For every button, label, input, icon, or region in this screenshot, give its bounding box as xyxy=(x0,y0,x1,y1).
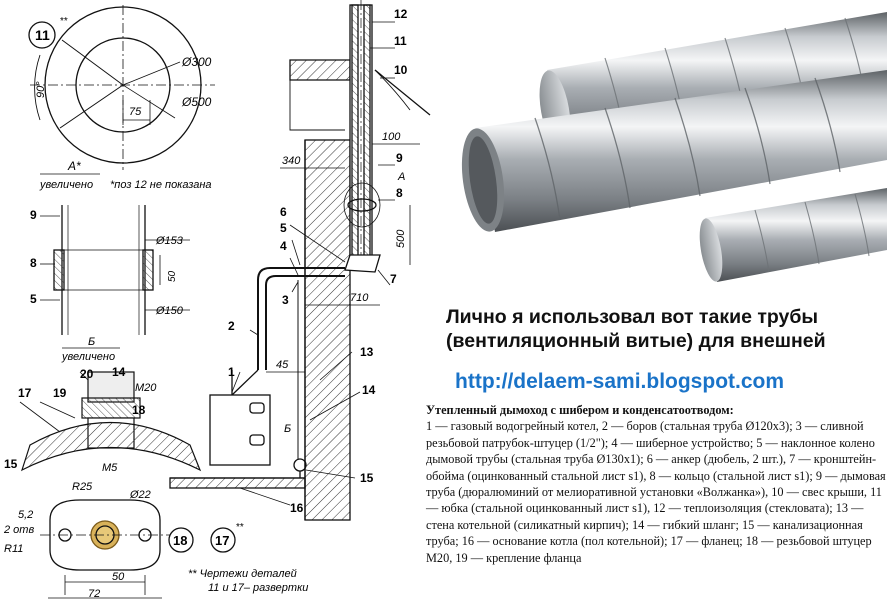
dim-75: 75 xyxy=(129,106,142,118)
pos-11: 11 xyxy=(394,34,407,48)
pos-6: 6 xyxy=(280,205,287,219)
footnote-line2: 11 и 17– развертки xyxy=(208,582,308,594)
view-b-pos15: 15 xyxy=(4,457,18,471)
view-b-pos17: 17 xyxy=(18,386,32,400)
pos-5: 5 xyxy=(280,221,287,235)
view-a-pos8: 8 xyxy=(30,256,37,270)
view-b-label: Б xyxy=(88,336,95,348)
dim-d500: Ø500 xyxy=(181,95,212,109)
dim-d150: Ø150 xyxy=(155,305,184,317)
view-b-m20: M20 xyxy=(135,382,157,394)
dim-100: 100 xyxy=(382,131,401,143)
flange-r11: R11 xyxy=(4,543,23,555)
marker-18: 18 xyxy=(168,527,194,553)
letter-b: Б xyxy=(284,423,291,435)
spiral-pipe-small xyxy=(699,188,887,282)
dim-710: 710 xyxy=(350,292,369,304)
view-b-pos19: 19 xyxy=(53,386,67,400)
pos-14: 14 xyxy=(362,383,376,397)
pos-3: 3 xyxy=(282,293,289,307)
legend-body: 1 — газовый водогрейный котел, 2 — боров… xyxy=(426,419,886,565)
dim-50: 50 xyxy=(167,270,178,282)
flange-52: 5,2 xyxy=(18,509,33,521)
view-a-drawing xyxy=(40,205,190,335)
pos-8: 8 xyxy=(396,186,403,200)
site-url-link[interactable]: http://delaem-sami.blogspot.com xyxy=(455,370,785,393)
pos-1: 1 xyxy=(228,365,235,379)
view-b-subtitle: увеличено xyxy=(61,351,115,363)
flange-holes: 2 отв xyxy=(3,524,34,536)
spiral-pipe-large xyxy=(461,70,887,232)
flange-dim72: 72 xyxy=(88,588,100,600)
detail-11-marker: 11 xyxy=(35,27,50,43)
view-b-drawing xyxy=(19,371,202,472)
svg-text:**: ** xyxy=(236,522,244,533)
flange-plan-drawing xyxy=(40,499,170,599)
spiral-pipes-photo xyxy=(461,12,887,282)
flange-dim50: 50 xyxy=(112,571,125,583)
pos12-note: *поз 12 не показана xyxy=(110,179,212,191)
letter-a: А xyxy=(397,171,405,183)
pos-10: 10 xyxy=(394,63,408,77)
pos-9: 9 xyxy=(396,151,403,165)
footnote-line1: ** Чертежи деталей xyxy=(188,568,297,580)
view-b-pos14: 14 xyxy=(112,365,126,379)
view-a-subtitle: увеличено xyxy=(39,179,93,191)
pos-4: 4 xyxy=(280,239,287,253)
pos-16: 16 xyxy=(290,501,304,515)
svg-text:17: 17 xyxy=(215,533,229,548)
pos-2: 2 xyxy=(228,319,235,333)
dim-45: 45 xyxy=(276,359,289,371)
pos-12: 12 xyxy=(394,7,408,21)
pos-15: 15 xyxy=(360,471,374,485)
chimney-assembly xyxy=(169,0,431,521)
dim-angle-90: 90° xyxy=(35,81,47,98)
view-a-label: А* xyxy=(67,159,81,173)
dim-d153: Ø153 xyxy=(155,235,184,247)
pos-13: 13 xyxy=(360,345,374,359)
caption: Лично я использовал вот такие трубы (вен… xyxy=(446,305,886,353)
dim-d300: Ø300 xyxy=(181,55,212,69)
flange-d22: Ø22 xyxy=(129,489,151,501)
view-a-pos5: 5 xyxy=(30,292,37,306)
dim-500: 500 xyxy=(395,229,407,248)
marker-17: 17 ** xyxy=(210,522,244,553)
caption-line-1: Лично я использовал вот такие трубы xyxy=(446,306,819,328)
view-b-m5: M5 xyxy=(102,462,118,474)
view-b-pos20: 20 xyxy=(80,367,94,381)
legend-title: Утепленный дымоход с шибером и конденсат… xyxy=(426,403,734,417)
view-b-pos18: 18 xyxy=(132,403,146,417)
dim-340: 340 xyxy=(282,155,301,167)
flange-r25: R25 xyxy=(72,481,93,493)
pos-7: 7 xyxy=(390,272,397,286)
detail-11-skirt xyxy=(28,5,215,170)
legend: Утепленный дымоход с шибером и конденсат… xyxy=(426,402,888,566)
detail-11-star: ** xyxy=(60,16,68,27)
svg-text:18: 18 xyxy=(173,533,187,548)
caption-line-2: (вентиляционный витые) для внешней xyxy=(446,330,826,352)
view-a-pos9: 9 xyxy=(30,208,37,222)
